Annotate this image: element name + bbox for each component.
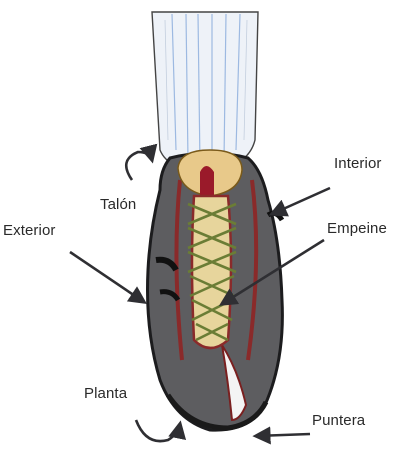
label-talon: Talón bbox=[100, 196, 136, 213]
label-interior: Interior bbox=[334, 155, 382, 172]
label-planta: Planta bbox=[84, 385, 127, 402]
exterior-arrow bbox=[70, 252, 144, 302]
label-puntera: Puntera bbox=[312, 412, 365, 429]
interior-arrow bbox=[272, 188, 330, 214]
planta-arrow bbox=[136, 420, 180, 441]
talon-arrow bbox=[126, 152, 152, 180]
label-exterior: Exterior bbox=[3, 222, 55, 239]
puntera-arrow bbox=[256, 434, 310, 436]
label-empeine: Empeine bbox=[327, 220, 387, 237]
leg-sock bbox=[152, 12, 258, 172]
